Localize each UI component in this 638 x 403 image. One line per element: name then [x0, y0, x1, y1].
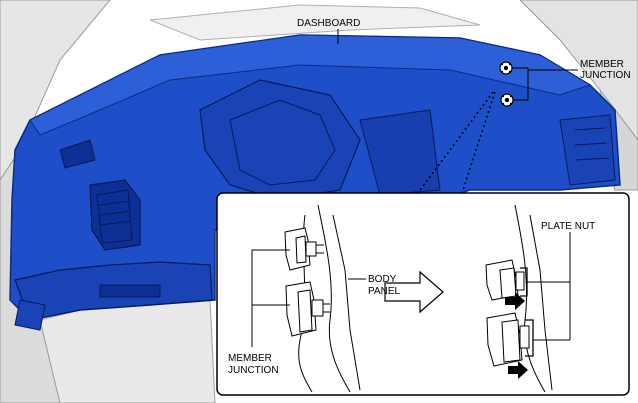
- member-junction-installed-upper: [485, 259, 528, 301]
- zoom-callout-dotted-lines: [417, 91, 496, 194]
- member-junction-label-bottom: JUNCTION: [228, 365, 279, 376]
- transition-arrow-icon: [384, 270, 444, 314]
- member-junction-label-bottom: MEMBER: [228, 353, 272, 364]
- member-junction-clip-upper: [284, 227, 324, 271]
- detail-inset-panel: [216, 192, 630, 396]
- member-junction-bolt-marker: [499, 61, 513, 75]
- push-direction-arrow-icon: [508, 361, 528, 379]
- member-junction-label-top: MEMBER: [580, 59, 624, 70]
- leader-lines: [337, 29, 578, 101]
- plate-nut-label: PLATE NUT: [541, 221, 595, 232]
- dashboard-label: DASHBOARD: [297, 18, 360, 29]
- push-direction-arrow-icon: [505, 292, 525, 310]
- member-junction-label-top: JUNCTION: [580, 70, 631, 81]
- member-junction-bolt-marker: [500, 93, 514, 107]
- body-panel-label: PANEL: [368, 286, 400, 297]
- dashboard-assembly: [9, 34, 621, 331]
- member-junction-clip-lower: [285, 281, 330, 337]
- body-panel-label: BODY: [368, 274, 397, 285]
- member-junction-installed-lower: [486, 312, 534, 367]
